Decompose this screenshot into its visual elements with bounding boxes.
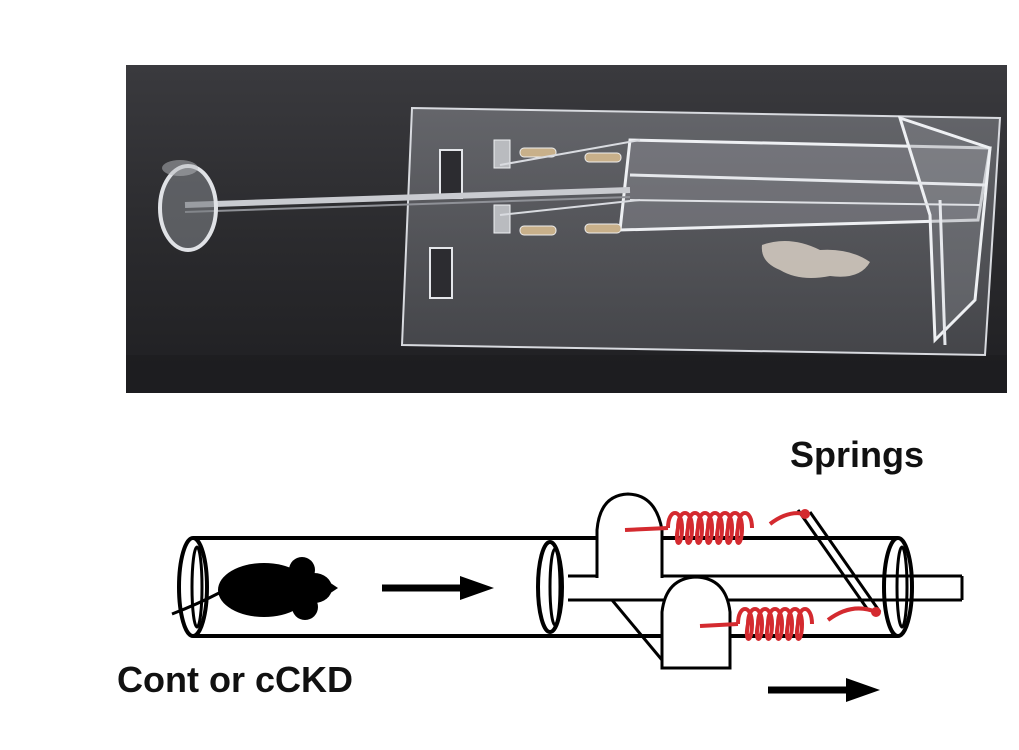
photo-spring-2 bbox=[519, 225, 557, 236]
acrylic-base-plate bbox=[400, 106, 1002, 357]
schematic bbox=[171, 492, 964, 702]
spring-lower bbox=[699, 606, 881, 641]
spring-upper bbox=[624, 509, 810, 545]
plunger-disc bbox=[158, 164, 218, 252]
mouse-tail bbox=[171, 590, 222, 616]
group-label: Cont or cCKD bbox=[117, 659, 353, 700]
mouse-icon bbox=[218, 557, 338, 620]
device-photo bbox=[126, 65, 1007, 393]
plunger-rod bbox=[184, 187, 631, 208]
photo-spring-1 bbox=[519, 147, 557, 158]
lower-spring-mount bbox=[660, 575, 732, 670]
direction-arrow-bottom bbox=[768, 678, 880, 702]
tube-end-wall bbox=[897, 115, 992, 344]
upper-spring-mount bbox=[595, 492, 664, 578]
direction-arrow-inner bbox=[382, 576, 494, 600]
springs-label: Springs bbox=[790, 434, 924, 475]
